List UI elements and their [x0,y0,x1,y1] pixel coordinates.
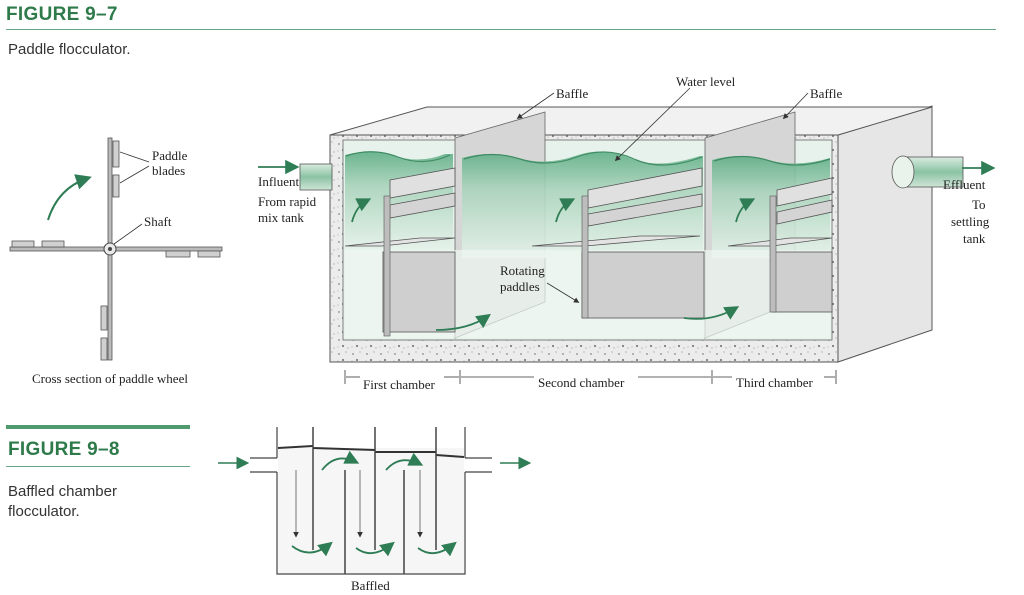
paddle-wheel-cross-section: Paddle blades Shaft Cross section of pad… [9,137,223,386]
chamber-dimension-line: First chamber Second chamber Third chamb… [344,370,837,392]
tank-side-wall [837,105,933,363]
influent-pipe [299,163,333,191]
paddle-blade-top-2 [112,174,120,198]
paddle-flocculator-tank: Baffle Water level Baffle Influent From … [258,74,996,392]
flow-arrow-5-icon [735,198,756,223]
paddle-assembly-2 [531,167,705,319]
baffled-flow-arrow-5-icon [417,541,457,557]
label-mix-tank: mix tank [258,210,304,225]
paddle-blade-left-1 [11,240,35,248]
paddle-blade-bottom-1 [100,305,108,331]
paddle-assembly-1 [344,167,456,337]
paddle-blade-bottom-2 [100,337,108,361]
label-from-rapid: From rapid [258,194,317,209]
label-third-chamber: Third chamber [736,375,814,390]
label-baffle-left: Baffle [556,86,588,101]
figure-9-8-caption-line2: flocculator. [8,503,80,520]
paddle-blade-right-2 [197,250,221,258]
label-cross-section: Cross section of paddle wheel [32,371,188,386]
paddle-blade-left-2 [41,240,65,248]
tank-top-rim [329,106,933,136]
flow-arrow-1-icon [351,198,372,223]
flow-arrow-3-icon [555,198,576,223]
label-influent: Influent [258,174,300,189]
figure-9-7-caption: Paddle flocculator. [8,41,131,58]
label-rotating: Rotating [500,263,545,278]
label-settling: settling [951,214,990,229]
label-baffled: Baffled [351,578,390,593]
paddle-blade-right-1 [165,250,191,258]
water-surface [345,151,831,166]
figure-9-7-number: FIGURE 9–7 [6,4,118,25]
baffled-chamber-flocculator: Baffled [218,427,532,593]
label-to: To [972,197,986,212]
baffled-flow-arrow-3-icon [291,541,333,557]
label-baffle-right: Baffle [810,86,842,101]
flow-arrow-2-icon [435,313,491,331]
figure-9-8-top-rule [6,425,190,429]
figure-9-8-rule [6,466,190,467]
paddle-blade-top-1 [112,140,120,168]
paddle-assembly-3 [727,177,833,313]
label-shaft: Shaft [144,214,172,229]
label-first-chamber: First chamber [363,377,436,392]
figure-9-8-caption: Baffled chamber flocculator. [8,482,117,522]
effluent-pipe [902,156,964,188]
label-tank: tank [963,231,986,246]
label-second-chamber: Second chamber [538,375,625,390]
baffled-flow-arrow-1-icon [321,450,360,471]
baffled-flow-arrow-4-icon [355,541,395,557]
baffled-flow-arrow-2-icon [385,452,424,471]
flow-arrow-4-icon [683,306,740,320]
label-blades: blades [152,163,185,178]
label-paddle: Paddle [152,148,188,163]
rotation-arrow-icon [47,174,92,221]
figure-9-8-caption-line1: Baffled chamber [8,483,117,500]
figure-9-7-rule [6,29,996,30]
label-effluent: Effluent [943,177,986,192]
label-paddles: paddles [500,279,540,294]
label-water-level: Water level [676,74,736,89]
figure-9-8-number: FIGURE 9–8 [8,439,120,460]
